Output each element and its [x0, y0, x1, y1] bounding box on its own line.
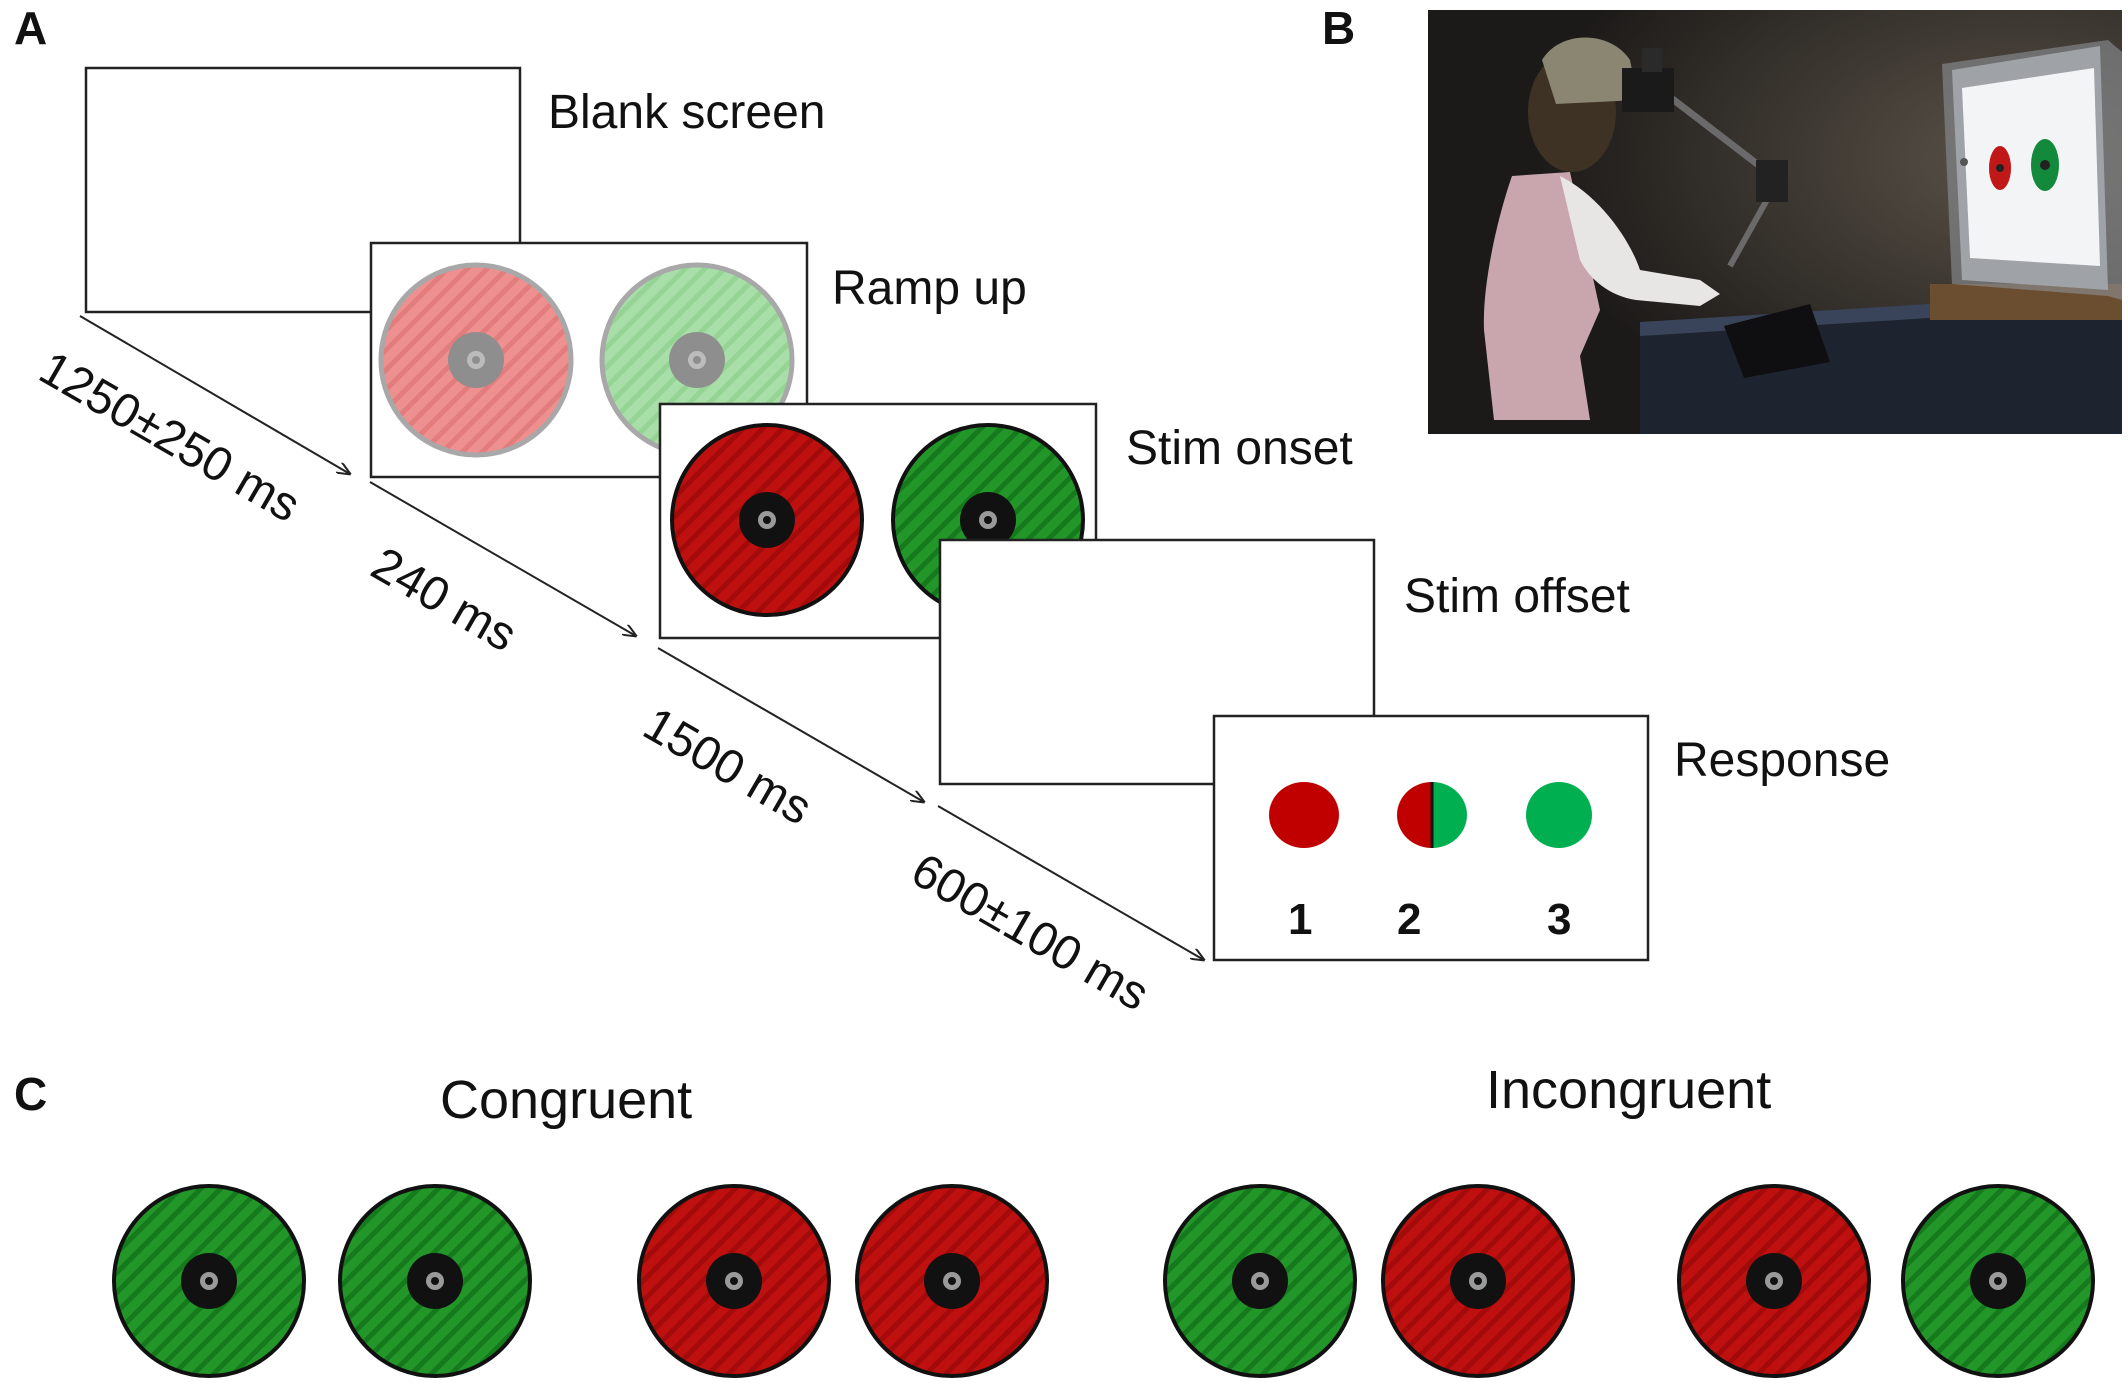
- response-green-dot: [1526, 782, 1592, 848]
- response-number-1: 1: [1288, 895, 1312, 944]
- ramp-up-label: Ramp up: [832, 262, 1027, 315]
- timing-label-3: 1500 ms: [635, 698, 821, 836]
- condition-disc-red: [637, 1184, 831, 1378]
- participant-figure: [1483, 37, 1720, 420]
- timing-label-1: 1250±250 ms: [31, 342, 309, 533]
- condition-disc-red: [855, 1184, 1049, 1378]
- response-split-dot: [1397, 782, 1467, 848]
- timeline-arrow-4: [937, 805, 1204, 960]
- congruent-red-pair: [637, 1184, 1049, 1378]
- keyboard-icon: [1724, 304, 1830, 378]
- response-label: Response: [1674, 734, 1890, 787]
- condition-disc-green: [338, 1184, 532, 1378]
- condition-disc-green: [1901, 1184, 2095, 1378]
- faded-red-disc: [378, 262, 574, 458]
- timing-label-2: 240 ms: [363, 538, 526, 663]
- stim-offset-label: Stim offset: [1404, 570, 1630, 623]
- response-number-3: 3: [1547, 895, 1571, 944]
- timeline-arrow-3: [657, 647, 924, 802]
- congruent-label: Congruent: [440, 1070, 692, 1130]
- response-red-dot: [1269, 782, 1339, 848]
- incongruent-label: Incongruent: [1486, 1060, 1771, 1120]
- timing-label-4: 600±100 ms: [903, 844, 1158, 1022]
- response-number-2: 2: [1397, 895, 1421, 944]
- stim-onset-label: Stim onset: [1126, 422, 1353, 475]
- monitor-icon: [1942, 40, 2122, 300]
- condition-disc-red: [1381, 1184, 1575, 1378]
- timeline-arrow-2: [369, 481, 636, 636]
- red-disc: [670, 423, 864, 617]
- timeline-arrow-1: [79, 315, 350, 474]
- panel-letter-c: C: [14, 1068, 47, 1120]
- response-frame: 1 2 3: [1212, 714, 1650, 962]
- panel-letter-a: A: [14, 2, 47, 54]
- incongruent-red-green-pair: [1677, 1184, 2095, 1378]
- setup-photo: [1428, 10, 2122, 434]
- panel-letter-b: B: [1322, 2, 1355, 54]
- condition-disc-red: [1677, 1184, 1871, 1378]
- blank-screen-label: Blank screen: [548, 86, 825, 139]
- congruent-green-pair: [112, 1184, 532, 1378]
- condition-disc-green: [112, 1184, 306, 1378]
- incongruent-green-red-pair: [1163, 1184, 1575, 1378]
- condition-disc-green: [1163, 1184, 1357, 1378]
- stim-onset-frame: [658, 402, 1098, 640]
